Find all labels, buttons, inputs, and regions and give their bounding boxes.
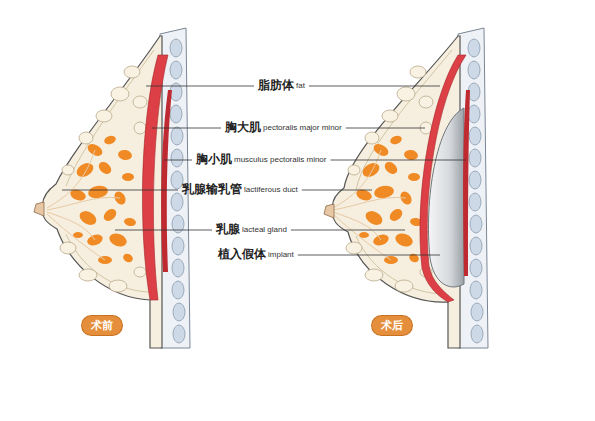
part-label: 植入假体 [218,246,266,262]
part-label: 乳腺输乳管 [182,181,242,197]
part-label-english: musculus pectoralis minor [234,152,326,168]
breast-after [324,28,488,348]
leader-line [330,160,466,161]
leader-line [309,86,440,87]
part-label-english: fat [296,78,305,94]
part-label: 脂肪体 [258,77,294,93]
stage-badge: 术前 [82,316,122,335]
leader-line [115,230,212,231]
leader-line [146,86,254,87]
leader-line [302,190,372,191]
badge-text: 术后 [381,319,403,332]
stage-badge: 术后 [372,316,412,335]
part-label: 胸大肌 [225,119,261,135]
breast-before [34,28,190,348]
leader-line [346,128,425,129]
leader-line [62,190,178,191]
leader-line [298,255,440,256]
part-label-english: pectoralis major minor [263,120,342,136]
part-label: 乳腺 [216,221,240,237]
badge-text: 术前 [91,319,113,332]
part-label-english: lacteal gland [242,222,287,238]
leader-line [152,128,221,129]
part-label-english: implant [268,247,294,263]
part-label: 胸小肌 [196,151,232,167]
part-label-english: lactiferous duct [244,182,298,198]
leader-line [164,160,192,161]
leader-line [291,230,405,231]
